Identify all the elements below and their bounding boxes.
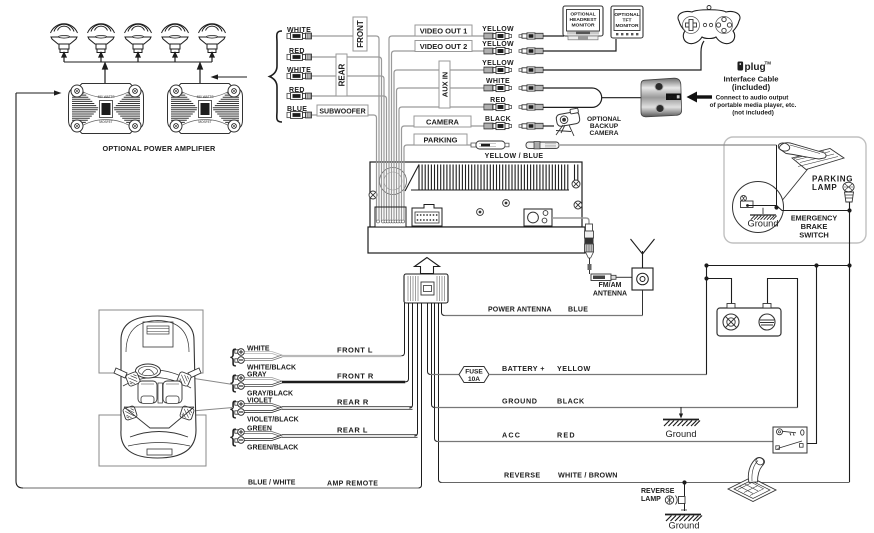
svg-text:PARKING: PARKING	[812, 175, 853, 184]
svg-text:Ground: Ground	[747, 219, 778, 229]
svg-text:of portable media player, etc.: of portable media player, etc.	[710, 102, 797, 109]
svg-text:VIDEO OUT 2: VIDEO OUT 2	[420, 42, 468, 51]
svg-text:CAMERA: CAMERA	[590, 130, 619, 137]
svg-text:SWITCH: SWITCH	[799, 231, 829, 240]
svg-text:PARKING: PARKING	[423, 136, 457, 145]
svg-text:BLUE / WHITE: BLUE / WHITE	[248, 480, 296, 487]
svg-text:10A: 10A	[468, 376, 480, 383]
svg-text:WHITE: WHITE	[486, 78, 510, 85]
svg-text:BATTERY +: BATTERY +	[502, 364, 545, 373]
svg-text:RED: RED	[557, 431, 576, 440]
svg-text:YELLOW / BLUE: YELLOW / BLUE	[485, 153, 544, 160]
svg-text:FRONT L: FRONT L	[337, 346, 373, 355]
svg-text:VIDEO OUT 1: VIDEO OUT 1	[420, 27, 468, 36]
svg-text:(included): (included)	[732, 83, 771, 92]
svg-text:GROUND: GROUND	[502, 397, 538, 406]
svg-text:VIOLET/BLACK: VIOLET/BLACK	[247, 417, 299, 424]
svg-text:plug: plug	[745, 62, 766, 73]
svg-text:VIOLET: VIOLET	[247, 398, 273, 405]
svg-text:FRONT R: FRONT R	[337, 372, 374, 381]
svg-text:GREEN: GREEN	[247, 426, 272, 433]
svg-text:{: {	[230, 347, 237, 368]
svg-text:WHITE: WHITE	[287, 67, 311, 74]
svg-text:OPTIONAL: OPTIONAL	[587, 116, 621, 123]
svg-text:GREEN/BLACK: GREEN/BLACK	[247, 445, 298, 452]
svg-text:WHITE/BLACK: WHITE/BLACK	[247, 365, 296, 372]
svg-text:Ground: Ground	[668, 521, 699, 531]
svg-text:OPTIONAL: OPTIONAL	[614, 12, 639, 18]
svg-text:Ground: Ground	[665, 429, 696, 439]
svg-text:YELLOW: YELLOW	[482, 60, 514, 67]
svg-text:iplug: iplug	[668, 95, 679, 100]
svg-text:OPTIONAL POWER AMPLIFIER: OPTIONAL POWER AMPLIFIER	[102, 144, 216, 153]
svg-text:FRONT: FRONT	[356, 20, 365, 48]
svg-text:WHITE: WHITE	[287, 27, 311, 34]
svg-text:BLUE: BLUE	[568, 307, 588, 314]
svg-text:BACKUP: BACKUP	[590, 123, 619, 130]
svg-text:REAR: REAR	[338, 63, 347, 86]
svg-text:MOSFET: MOSFET	[99, 120, 112, 124]
svg-text:REVERSE: REVERSE	[504, 471, 540, 480]
svg-text:LAMP: LAMP	[812, 183, 837, 192]
svg-text:MONITOR: MONITOR	[615, 23, 638, 29]
svg-text:Connect to audio output: Connect to audio output	[716, 95, 790, 102]
svg-text:{: {	[230, 399, 237, 420]
svg-text:OPTIONAL: OPTIONAL	[570, 12, 595, 18]
svg-text:CAMERA: CAMERA	[426, 118, 459, 127]
svg-text:YELLOW: YELLOW	[482, 41, 514, 48]
svg-text:REAR L: REAR L	[337, 426, 368, 435]
svg-text:HEADREST: HEADREST	[570, 17, 597, 23]
svg-text:AMP REMOTE: AMP REMOTE	[327, 481, 378, 488]
svg-text:WHITE / BROWN: WHITE / BROWN	[558, 471, 618, 480]
svg-text:YELLOW: YELLOW	[482, 26, 514, 33]
svg-text:POWER ANTENNA: POWER ANTENNA	[488, 307, 552, 314]
svg-text:BLACK: BLACK	[485, 116, 511, 123]
svg-text:D: D	[104, 108, 108, 114]
svg-text:GRAY: GRAY	[247, 372, 267, 379]
svg-text:{: {	[230, 427, 237, 448]
svg-text:GRAY/BLACK: GRAY/BLACK	[247, 391, 293, 398]
svg-text:TFT: TFT	[623, 18, 632, 24]
svg-text:WHITE: WHITE	[247, 346, 270, 353]
svg-text:RED: RED	[289, 48, 305, 55]
svg-text:TM: TM	[765, 61, 772, 66]
svg-text:ACC: ACC	[502, 431, 521, 440]
svg-text:{: {	[230, 373, 237, 394]
svg-text:REVERSE: REVERSE	[641, 488, 675, 495]
svg-text:BLACK: BLACK	[557, 397, 585, 406]
svg-text:LAMP: LAMP	[641, 496, 661, 503]
svg-text:EMERGENCY: EMERGENCY	[791, 214, 838, 223]
svg-text:MONITOR: MONITOR	[571, 23, 594, 29]
svg-text:Interface Cable: Interface Cable	[723, 75, 779, 84]
svg-text:SUBWOOFER: SUBWOOFER	[319, 109, 365, 116]
svg-text:BLUE: BLUE	[287, 106, 307, 113]
svg-text:ANTENNA: ANTENNA	[593, 291, 627, 298]
svg-text:480 WATTS: 480 WATTS	[97, 95, 114, 99]
svg-text:(not included): (not included)	[732, 110, 774, 117]
svg-text:RED: RED	[490, 97, 506, 104]
svg-text:FM/AM: FM/AM	[599, 282, 622, 289]
svg-text:BRAKE: BRAKE	[801, 222, 828, 231]
svg-text:FUSE: FUSE	[465, 369, 483, 376]
svg-text:REAR R: REAR R	[337, 398, 369, 407]
svg-text:AUX IN: AUX IN	[441, 72, 450, 97]
svg-text:RED: RED	[289, 87, 305, 94]
svg-text:YELLOW: YELLOW	[557, 364, 591, 373]
